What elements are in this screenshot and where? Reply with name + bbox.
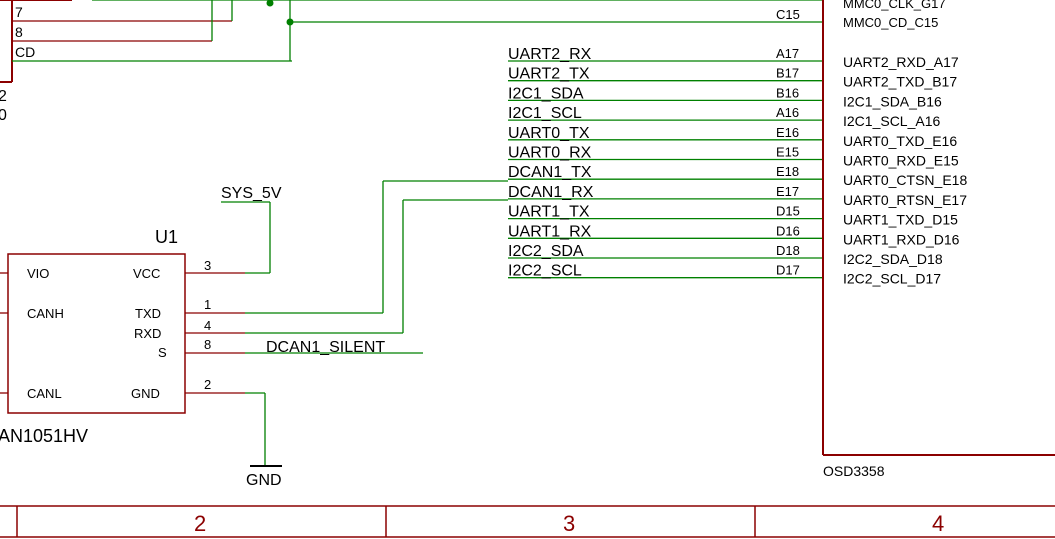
mcu-signal-name: UART0_CTSN_E18 bbox=[843, 172, 967, 188]
mcu-pin-number: B17 bbox=[776, 66, 799, 81]
u1-pin-canl: CANL bbox=[27, 386, 62, 401]
mcu-signal-name: I2C1_SDA_B16 bbox=[843, 93, 942, 109]
u1-pin-rxd: RXD bbox=[134, 326, 161, 341]
u1-pin-canh: CANH bbox=[27, 306, 64, 321]
mcu-signal-name: UART2_RXD_A17 bbox=[843, 54, 959, 70]
mcu-cd-pin: C15 bbox=[776, 7, 800, 22]
net-label: UART2_RX bbox=[508, 46, 592, 63]
mcu-pin-number: A17 bbox=[776, 46, 799, 61]
dcan-silent-label: DCAN1_SILENT bbox=[266, 339, 385, 356]
mcu-name: OSD3358 bbox=[823, 463, 885, 479]
cd-label: CD bbox=[15, 44, 35, 60]
mcu-pin-number: D15 bbox=[776, 204, 800, 219]
u1-pinnum-s: 8 bbox=[204, 337, 211, 352]
partial-refdes: 2 bbox=[0, 88, 7, 105]
frame-column-2: 2 bbox=[194, 511, 206, 536]
mcu-signal-name: I2C1_SCL_A16 bbox=[843, 113, 941, 129]
u1-pin-txd: TXD bbox=[135, 306, 161, 321]
mcu-pin-number: B16 bbox=[776, 85, 799, 100]
pin-7-number: 7 bbox=[15, 4, 23, 20]
u1-pin-vcc: VCC bbox=[133, 266, 160, 281]
net-label: I2C1_SCL bbox=[508, 105, 582, 122]
mcu-pin-number: D17 bbox=[776, 263, 800, 278]
net-label: UART2_TX bbox=[508, 66, 590, 83]
net-label: I2C2_SCL bbox=[508, 263, 582, 280]
frame-column-3: 3 bbox=[563, 511, 575, 536]
net-label: I2C1_SDA bbox=[508, 85, 584, 102]
net-label: UART1_TX bbox=[508, 204, 590, 221]
mcu-pin-number: D18 bbox=[776, 243, 800, 258]
u1-pinnum-vcc: 3 bbox=[204, 258, 211, 273]
u1-pinnum-gnd: 2 bbox=[204, 377, 211, 392]
mcu-pin-number: A16 bbox=[776, 105, 799, 120]
mcu-signal-name: I2C2_SDA_D18 bbox=[843, 251, 943, 267]
u1-pin-vio: VIO bbox=[27, 266, 49, 281]
u1-pinnum-txd: 1 bbox=[204, 297, 211, 312]
net-label: UART1_RX bbox=[508, 223, 592, 240]
frame-column-4: 4 bbox=[932, 511, 944, 536]
mcu-signal-name: UART0_RXD_E15 bbox=[843, 153, 959, 169]
mcu-cd-signal: MMC0_CD_C15 bbox=[843, 15, 938, 30]
top-left-connector: 7 8 CD 2 0 bbox=[0, 0, 822, 124]
partial-value: 0 bbox=[0, 107, 7, 124]
u1-pinnum-rxd: 4 bbox=[204, 318, 211, 333]
mcu-signal-name: UART1_RXD_D16 bbox=[843, 231, 960, 247]
net-label: I2C2_SDA bbox=[508, 243, 584, 260]
net-label: UART0_RX bbox=[508, 145, 592, 162]
net-label: UART0_TX bbox=[508, 125, 590, 142]
net-label: DCAN1_RX bbox=[508, 184, 594, 201]
net-label: DCAN1_TX bbox=[508, 164, 592, 181]
u1-refdes: U1 bbox=[155, 227, 178, 247]
mcu-pin-number: E17 bbox=[776, 184, 799, 199]
mcu-pin-number: E15 bbox=[776, 145, 799, 160]
u1-part: AN1051HV bbox=[0, 426, 88, 446]
frame-border: 2 3 4 bbox=[0, 505, 1055, 538]
mcu-signal-name: UART1_TXD_D15 bbox=[843, 212, 958, 228]
mcu-signal-name: I2C2_SCL_D17 bbox=[843, 271, 941, 287]
u1-transceiver: U1 AN1051HV VIO CANH CANL VCC TXD RXD S … bbox=[0, 180, 508, 489]
u1-pin-gnd: GND bbox=[131, 386, 160, 401]
mcu-clk-signal: MMC0_CLK_G17 bbox=[843, 0, 946, 11]
mcu-pin-number: D16 bbox=[776, 223, 800, 238]
junction-dot-clk bbox=[266, 0, 274, 7]
sys5v-label: SYS_5V bbox=[221, 185, 282, 202]
mcu-signal-name: UART0_RTSN_E17 bbox=[843, 192, 967, 208]
gnd-label: GND bbox=[246, 472, 282, 489]
mcu-symbol: MMC0_CLK_G17 C15 MMC0_CD_C15 OSD3358 bbox=[776, 0, 1055, 479]
mcu-signal-name: UART0_TXD_E16 bbox=[843, 133, 957, 149]
mcu-pin-number: E18 bbox=[776, 164, 799, 179]
pin-8-number: 8 bbox=[15, 24, 23, 40]
mcu-pin-number: E16 bbox=[776, 125, 799, 140]
mcu-signal-name: UART2_TXD_B17 bbox=[843, 74, 957, 90]
u1-pin-s: S bbox=[158, 345, 167, 360]
